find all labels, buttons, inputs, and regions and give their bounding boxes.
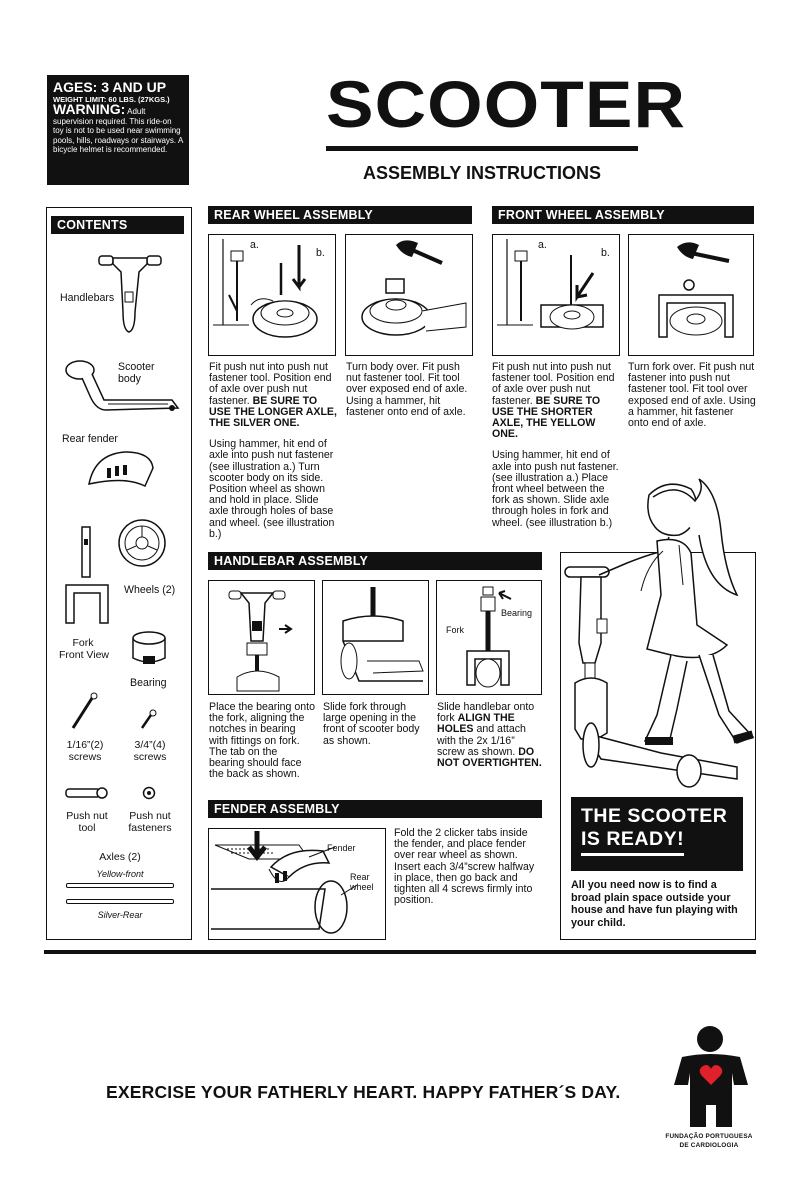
- child-on-scooter-illustration: [564, 566, 738, 788]
- title-rule: [326, 146, 638, 151]
- front-wheel-header: FRONT WHEEL ASSEMBLY: [492, 206, 754, 224]
- contents-header: CONTENTS: [51, 216, 184, 234]
- warning-block: WARNING: Adult supervision required. Thi…: [53, 102, 183, 155]
- page-title: SCOOTER: [326, 67, 687, 141]
- axles-label: Axles (2): [99, 851, 141, 863]
- rear-fender-illustration: [88, 451, 154, 488]
- bearing-illustration: [132, 631, 166, 664]
- scooter-body-illustration: [65, 360, 180, 411]
- scooter-body-label-1: Scooter: [118, 361, 155, 373]
- small-screws-label-2: screws: [68, 751, 102, 763]
- handlebar-fig-2: [322, 580, 429, 695]
- handlebars-label: Handlebars: [60, 292, 115, 304]
- push-nut-tool-label-1: Push nut: [66, 810, 108, 822]
- bottom-rule: [44, 950, 756, 954]
- org-name-line-1: FUNDAÇÃO PORTUGUESA: [665, 1133, 753, 1140]
- fender-fig-label-fender: Fender: [327, 843, 356, 853]
- rear-fig-label-a: a.: [250, 239, 259, 251]
- yellow-axle: [66, 883, 174, 888]
- ready-banner: THE SCOOTER IS READY!: [571, 797, 743, 871]
- wheel-illustration: [118, 519, 166, 567]
- fender-fig: [208, 828, 386, 940]
- silver-axle-label: Silver-Rear: [97, 910, 143, 920]
- bearing-label: Bearing: [130, 677, 167, 689]
- rear-wheel-step-1: Fit push nut into push nut fastener tool…: [209, 361, 337, 540]
- wheels-label: Wheels (2): [124, 584, 176, 596]
- ages-label: AGES: 3 AND UP: [53, 79, 167, 95]
- front-wheel-step-1: Fit push nut into push nut fastener tool…: [492, 361, 619, 529]
- ready-panel: THE SCOOTER IS READY! All you need now i…: [560, 478, 756, 940]
- rear-wheel-fig-2: [345, 234, 473, 356]
- front-fig-label-a: a.: [538, 239, 547, 251]
- scooter-body-label-2: body: [118, 373, 141, 385]
- warning-box: AGES: 3 AND UP WEIGHT LIMIT: 60 LBS. (27…: [47, 75, 189, 185]
- handlebars-illustration: [98, 255, 162, 333]
- ready-text: All you need now is to find a broad plai…: [571, 879, 738, 929]
- footer-slogan: EXERCISE YOUR FATHERLY HEART. HAPPY FATH…: [106, 1082, 621, 1102]
- front-fig-label-b: b.: [601, 247, 610, 259]
- push-nut-tool-illustration: [65, 787, 108, 799]
- fender-text: Fold the 2 clicker tabs inside the fende…: [394, 827, 535, 907]
- ready-banner-line-1: THE SCOOTER: [581, 805, 728, 827]
- silver-axle: [66, 899, 174, 904]
- handlebar-step-3: Slide handlebar onto fork ALIGN THE HOLE…: [437, 701, 542, 770]
- page-subtitle: ASSEMBLY INSTRUCTIONS: [362, 163, 602, 183]
- fender-header: FENDER ASSEMBLY: [208, 800, 542, 818]
- yellow-axle-label: Yellow-front: [96, 869, 144, 879]
- front-wheel-fig-2: [628, 234, 754, 356]
- handlebar-fig-label-bearing: Bearing: [501, 608, 533, 618]
- ready-banner-line-2: IS READY!: [581, 827, 685, 856]
- small-screw-illustration: [71, 692, 98, 729]
- girl-illustration: [598, 478, 755, 745]
- rear-wheel-header: REAR WHEEL ASSEMBLY: [208, 206, 472, 224]
- handlebar-step-2: Slide fork through large opening in the …: [323, 701, 420, 747]
- handlebar-header: HANDLEBAR ASSEMBLY: [208, 552, 542, 570]
- org-name-line-2: DE CARDIOLOGIA: [679, 1142, 739, 1149]
- handlebar-step-1: Place the bearing onto the fork, alignin…: [209, 701, 316, 781]
- push-nut-fastener-illustration: [142, 786, 156, 800]
- small-screws-label-1: 1/16”(2): [66, 739, 104, 751]
- warning-text: Adult supervision required. This ride-on…: [53, 107, 183, 155]
- push-nut-fasteners-label-2: fasteners: [128, 822, 172, 834]
- fender-fig-label-rear-wheel: Rear wheel: [350, 872, 374, 892]
- push-nut-fasteners-label-1: Push nut: [129, 810, 171, 822]
- fork-illustration: [65, 526, 109, 624]
- handlebar-fig-3: [436, 580, 542, 695]
- handlebar-fig-label-fork: Fork: [446, 625, 464, 635]
- fork-label-1: Fork: [72, 637, 94, 649]
- weight-limit: WEIGHT LIMIT: 60 LBS. (27KGS.): [53, 95, 170, 104]
- front-wheel-step-2: Turn fork over. Fit push nut fastener in…: [628, 361, 756, 430]
- large-screws-label-1: 3/4”(4): [134, 739, 166, 751]
- rear-fender-label: Rear fender: [62, 433, 118, 445]
- contents-panel: [46, 207, 192, 940]
- fork-label-2: Front View: [59, 649, 109, 661]
- heart-person-logo: [674, 1026, 748, 1127]
- handlebar-fig-1: [208, 580, 315, 695]
- warning-label: WARNING:: [53, 101, 126, 117]
- large-screw-illustration: [140, 709, 157, 729]
- push-nut-tool-label-2: tool: [78, 822, 96, 834]
- rear-wheel-fig-1: [208, 234, 336, 356]
- large-screws-label-2: screws: [133, 751, 167, 763]
- front-wheel-fig-1: [492, 234, 620, 356]
- rear-wheel-step-2: Turn body over. Fit push nut fastener to…: [346, 361, 468, 418]
- rear-fig-label-b: b.: [316, 247, 325, 259]
